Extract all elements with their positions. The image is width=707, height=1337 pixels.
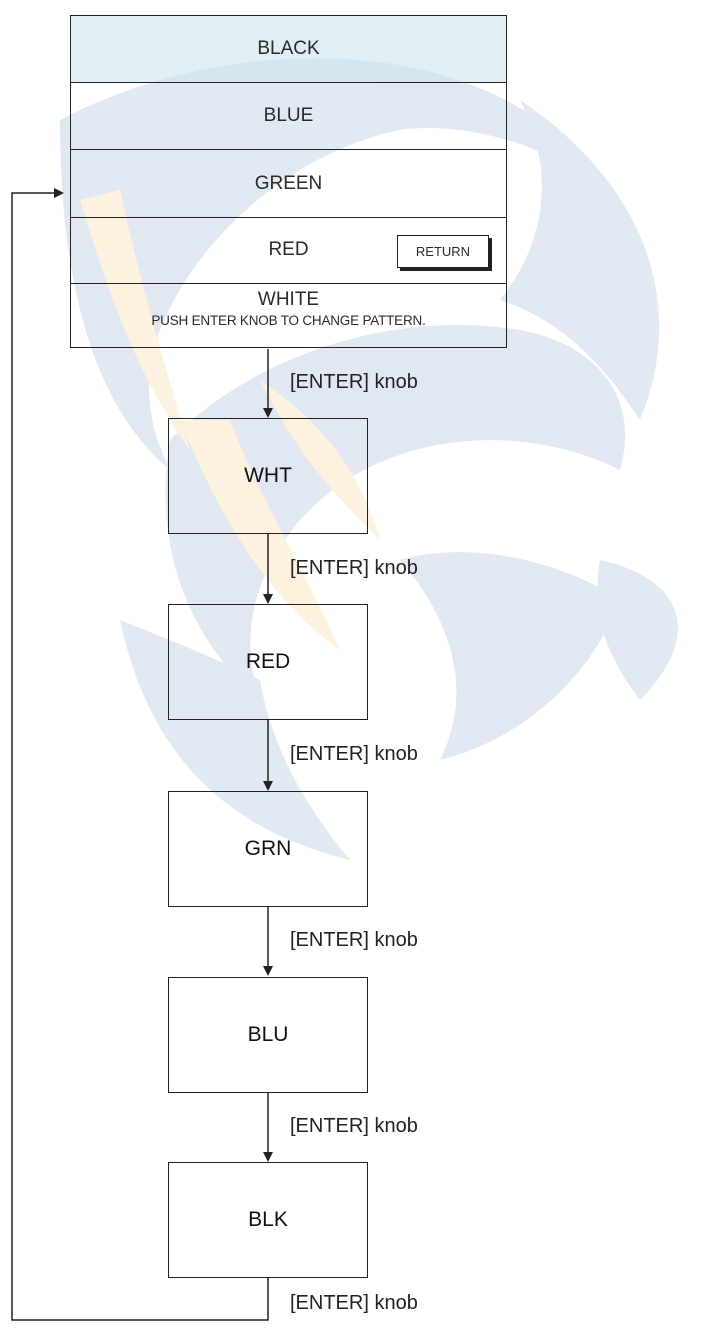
step-label: WHT xyxy=(244,464,292,487)
menu-item-label: RED xyxy=(268,239,309,260)
step-label: RED xyxy=(245,650,291,673)
transition-label: [ENTER] knob xyxy=(290,371,418,393)
menu-item-black[interactable]: BLACK xyxy=(71,16,506,83)
menu-item-label: BLACK xyxy=(257,38,320,59)
color-pattern-menu: BLACK BLUE GREEN RED RETURN WHITE PUSH E… xyxy=(70,15,507,348)
step-box-blk: BLK xyxy=(168,1162,368,1278)
instruction-text: PUSH ENTER KNOB TO CHANGE PATTERN. xyxy=(151,313,426,328)
transition-label: [ENTER] knob xyxy=(290,557,418,579)
menu-item-green[interactable]: GREEN xyxy=(71,150,506,218)
step-label: GRN xyxy=(244,837,292,860)
flow-loop-back-line xyxy=(11,188,269,1321)
step-box-wht: WHT xyxy=(168,418,368,534)
return-button-label: RETURN xyxy=(415,244,471,259)
menu-item-red[interactable]: RED RETURN xyxy=(71,218,506,284)
menu-item-blue[interactable]: BLUE xyxy=(71,83,506,150)
step-label: BLU xyxy=(247,1023,289,1046)
step-box-red: RED xyxy=(168,604,368,720)
menu-item-label: GREEN xyxy=(254,172,323,194)
transition-label: [ENTER] knob xyxy=(290,929,418,951)
menu-item-label: BLUE xyxy=(263,105,314,126)
transition-label: [ENTER] knob xyxy=(290,1292,418,1314)
menu-item-white[interactable]: WHITE PUSH ENTER KNOB TO CHANGE PATTERN. xyxy=(71,284,506,347)
transition-label: [ENTER] knob xyxy=(290,1115,418,1137)
return-button[interactable]: RETURN xyxy=(397,235,489,268)
menu-item-label: WHITE xyxy=(257,289,320,310)
step-label: BLK xyxy=(248,1208,288,1231)
transition-label: [ENTER] knob xyxy=(290,743,418,765)
